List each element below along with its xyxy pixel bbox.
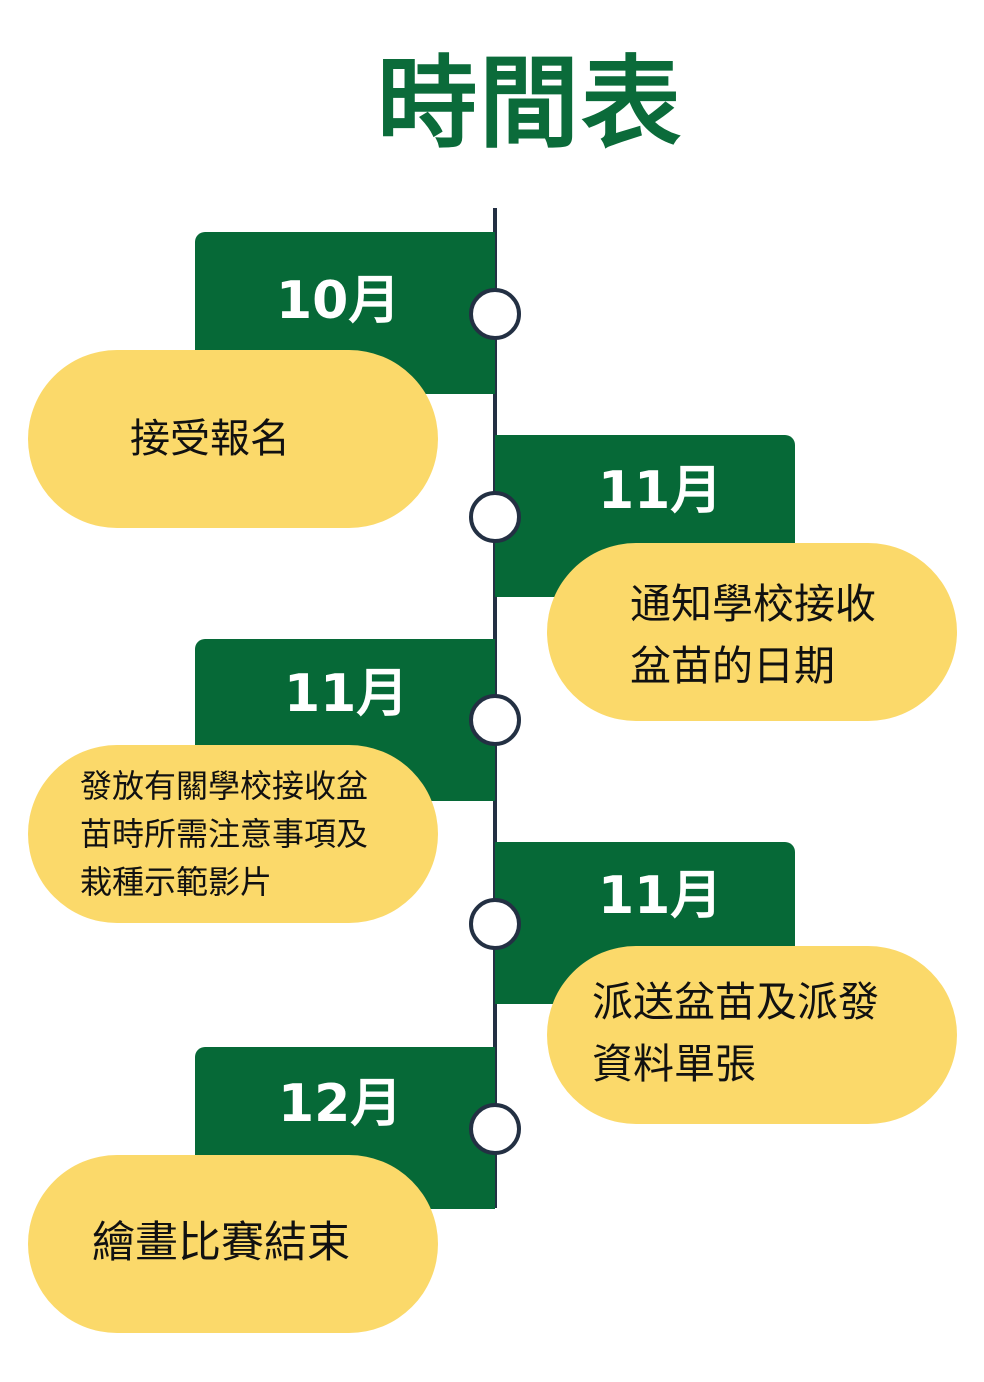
month-label-1: 10月 bbox=[276, 271, 401, 331]
event-text-1: 接受報名 bbox=[130, 410, 290, 468]
page-title: 時間表 bbox=[377, 45, 683, 162]
event-card-5 bbox=[28, 1155, 438, 1333]
timeline-node-2 bbox=[469, 491, 521, 543]
month-label-3: 11月 bbox=[284, 664, 409, 724]
event-line: 通知學校接收 bbox=[630, 580, 876, 628]
month-label-4: 11月 bbox=[598, 866, 723, 926]
month-label-2: 11月 bbox=[598, 461, 723, 521]
event-card-3 bbox=[28, 745, 438, 923]
event-text-3: 發放有關學校接收盆 苗時所需注意事項及 栽種示範影片 bbox=[80, 762, 368, 906]
event-line: 接受報名 bbox=[130, 416, 290, 462]
event-card-1 bbox=[28, 350, 438, 528]
event-line: 栽種示範影片 bbox=[80, 863, 273, 901]
event-line: 發放有關學校接收盆 bbox=[80, 767, 369, 805]
event-line: 苗時所需注意事項及 bbox=[80, 815, 369, 853]
event-line: 資料單張 bbox=[592, 1039, 756, 1088]
month-label-5: 12月 bbox=[278, 1074, 403, 1134]
timeline-node-1 bbox=[469, 288, 521, 340]
timeline-node-4 bbox=[469, 898, 521, 950]
event-text-5: 繪畫比賽結束 bbox=[92, 1212, 350, 1274]
timeline-node-5 bbox=[469, 1103, 521, 1155]
event-card-4 bbox=[547, 946, 957, 1124]
timeline-node-3 bbox=[469, 694, 521, 746]
event-card-2 bbox=[547, 543, 957, 721]
event-line: 派送盆苗及派發 bbox=[592, 978, 879, 1026]
event-line: 盆苗的日期 bbox=[630, 641, 835, 690]
event-line: 繪畫比賽結束 bbox=[92, 1218, 350, 1268]
event-text-4: 派送盆苗及派發 資料單張 bbox=[592, 972, 879, 1095]
event-text-2: 通知學校接收 盆苗的日期 bbox=[630, 574, 876, 697]
